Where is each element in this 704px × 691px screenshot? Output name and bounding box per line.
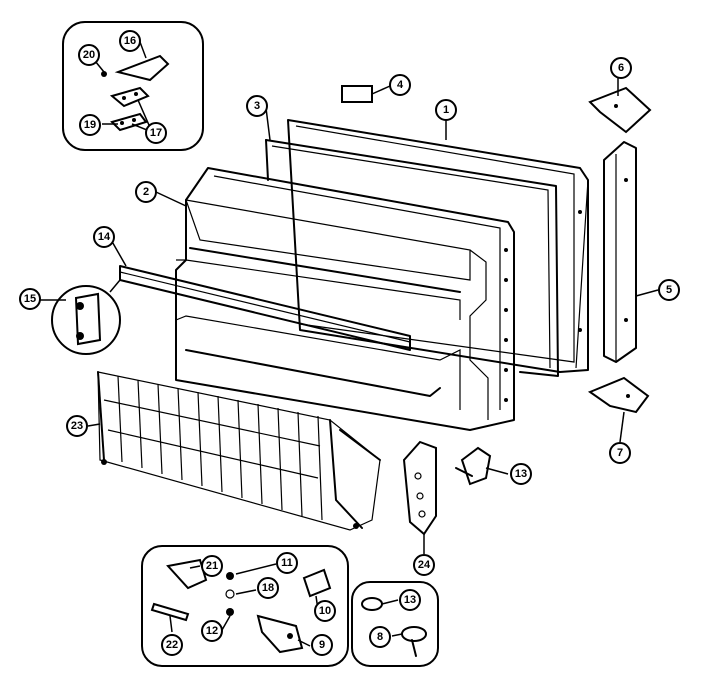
callout-13-upper: 13 [510, 463, 532, 485]
part-7-cap [587, 376, 650, 414]
callout-5-label: 5 [666, 284, 672, 296]
callout-1-label: 1 [443, 104, 449, 116]
callout-12: 12 [201, 620, 223, 642]
callout-18: 18 [257, 577, 279, 599]
callout-5: 5 [658, 279, 680, 301]
part-4-shape [341, 85, 373, 103]
callout-2-label: 2 [143, 186, 149, 198]
callout-20: 20 [78, 44, 100, 66]
callout-4-label: 4 [397, 79, 404, 91]
callout-9-label: 9 [319, 639, 325, 651]
callout-19-label: 19 [84, 119, 96, 131]
callout-8-label: 8 [377, 631, 383, 643]
callout-18-label: 18 [262, 582, 274, 594]
callout-8: 8 [369, 626, 391, 648]
callout-12-label: 12 [206, 625, 218, 637]
callout-17-label: 17 [150, 127, 162, 139]
callout-11: 11 [276, 552, 298, 574]
callout-6-label: 6 [618, 62, 624, 74]
inset-part-15 [51, 279, 121, 355]
part-5-channel [603, 141, 637, 363]
inset-top-left [62, 21, 204, 151]
callout-24-label: 24 [418, 559, 431, 571]
callout-6: 6 [610, 57, 632, 79]
part-1-outer-panel [287, 119, 589, 373]
callout-10: 10 [314, 600, 336, 622]
callout-23: 23 [66, 415, 88, 437]
callout-13-lower: 13 [399, 589, 421, 611]
part-3-gasket [265, 139, 559, 377]
callout-22-label: 22 [166, 639, 178, 651]
callout-20-label: 20 [83, 49, 95, 61]
callout-13-upper-label: 13 [515, 468, 527, 480]
callout-22: 22 [161, 634, 183, 656]
callout-11-label: 11 [281, 557, 293, 569]
callout-13-lower-label: 13 [404, 594, 416, 606]
callout-4: 4 [389, 74, 411, 96]
part-14-rail [119, 265, 411, 351]
callout-1: 1 [435, 99, 457, 121]
callout-24: 24 [413, 554, 435, 576]
part-23-wire-basket [97, 371, 381, 531]
callout-15-label: 15 [24, 293, 36, 305]
leader-lines [40, 41, 659, 647]
callout-3-label: 3 [254, 100, 260, 112]
callout-2: 2 [135, 181, 157, 203]
callout-16: 16 [119, 30, 141, 52]
inset-bottom-right [351, 581, 439, 667]
callout-7: 7 [609, 442, 631, 464]
callout-21-label: 21 [206, 560, 218, 572]
callout-14: 14 [93, 226, 115, 248]
callout-19: 19 [79, 114, 101, 136]
callout-17: 17 [145, 122, 167, 144]
callout-15: 15 [19, 288, 41, 310]
callout-23-label: 23 [71, 420, 83, 432]
callout-16-label: 16 [124, 35, 136, 47]
callouts: 20 16 19 17 3 4 1 6 2 14 15 5 7 23 13 24… [19, 30, 680, 656]
part-24-bracket [402, 440, 437, 536]
callout-7-label: 7 [617, 447, 623, 459]
part-2-inner-liner [175, 167, 515, 431]
callout-21: 21 [201, 555, 223, 577]
callout-10-label: 10 [319, 605, 331, 617]
callout-3: 3 [246, 95, 268, 117]
part-13-clip [455, 446, 492, 486]
part-6-cap [588, 86, 652, 134]
callout-9: 9 [311, 634, 333, 656]
callout-14-label: 14 [98, 231, 111, 243]
